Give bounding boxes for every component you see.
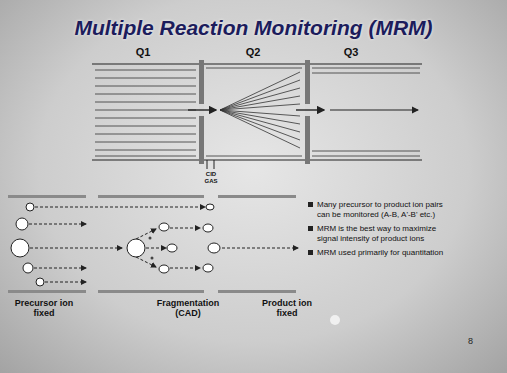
- quadrupole-wall: [199, 60, 310, 164]
- stage-caption: Fragmentation (CAD): [148, 298, 228, 318]
- highlight-dot: [330, 315, 340, 325]
- dashed-path: [146, 248, 166, 249]
- guide-bar: [8, 195, 296, 293]
- dashed-path: [35, 207, 205, 208]
- dashed-path: [30, 248, 122, 249]
- ion-line: [312, 151, 420, 152]
- bar: [8, 195, 86, 198]
- ion-line: [95, 134, 196, 135]
- dot: [149, 237, 152, 240]
- fan-line: [220, 110, 300, 124]
- stage-caption: Precursor ion fixed: [4, 298, 84, 318]
- ion-line: [95, 86, 196, 87]
- fragment: [203, 224, 213, 232]
- gas-inlet-tube: [207, 160, 214, 169]
- fan-line: [220, 110, 300, 140]
- ion-line: [312, 156, 420, 157]
- bullet-text: Many precursor to product ion pairs can …: [308, 200, 449, 219]
- stage-label: Q2: [238, 46, 268, 58]
- ion-line: [95, 102, 196, 103]
- rail-line: [92, 159, 422, 160]
- bar: [98, 290, 204, 293]
- gas-label: CID GAS: [200, 171, 222, 185]
- ion: [11, 239, 29, 257]
- precursor-ion: [127, 239, 145, 257]
- ion: [36, 278, 44, 286]
- fan-line: [220, 88, 300, 110]
- beam-arrow: [296, 109, 324, 110]
- dashed-path: [170, 228, 200, 229]
- fragment: [206, 204, 214, 210]
- quadrupole-rail: [92, 64, 422, 160]
- dashed-path: [34, 268, 86, 269]
- ion-path: [29, 207, 298, 282]
- bar: [8, 290, 86, 293]
- fan-line: [220, 96, 300, 110]
- product-ions: [159, 204, 220, 273]
- wall: [199, 60, 204, 164]
- precursor-ions: [11, 203, 44, 286]
- rail-line: [92, 63, 422, 64]
- fragment: [159, 223, 169, 231]
- ion: [16, 218, 28, 230]
- dashed-path: [170, 268, 200, 269]
- fan-line: [220, 104, 300, 110]
- dashed-path: [136, 257, 156, 267]
- beam-arrow: [330, 109, 418, 110]
- q1-ion-lines: [95, 70, 196, 156]
- tube-wall: [214, 160, 215, 169]
- ion: [23, 263, 33, 273]
- fan-line: [206, 156, 302, 157]
- q3-ion-lines: [312, 68, 420, 156]
- fan-line: [220, 110, 300, 148]
- ion-line: [312, 73, 420, 74]
- stage-label: Q1: [128, 46, 158, 58]
- ion-line: [95, 126, 196, 127]
- fan-line: [220, 80, 300, 110]
- fan-line: [206, 68, 302, 69]
- ion-line: [95, 118, 196, 119]
- neutral-dots: [149, 237, 154, 260]
- bar: [218, 290, 296, 293]
- ion-line: [312, 68, 420, 69]
- fan-line: [220, 72, 300, 110]
- dashed-path: [222, 248, 298, 249]
- ion-line: [95, 150, 196, 151]
- stage-caption: Product ion fixed: [254, 298, 320, 318]
- stage-label: Q3: [336, 46, 366, 58]
- ion-line: [95, 110, 196, 111]
- ion-line: [95, 156, 196, 157]
- ion: [26, 203, 34, 211]
- slide-title: Multiple Reaction Monitoring (MRM): [0, 16, 507, 40]
- bullet-text: MRM is the best way to maximize signal i…: [308, 224, 449, 243]
- fragment: [167, 244, 177, 252]
- bar: [218, 195, 296, 198]
- dashed-path: [45, 282, 86, 283]
- ion-line: [95, 94, 196, 95]
- bar: [98, 195, 204, 198]
- q2-fragment-fan: [206, 68, 302, 156]
- tube-wall: [207, 160, 208, 169]
- page-number: 8: [468, 336, 473, 346]
- beam-arrow: [188, 109, 216, 110]
- dot: [151, 257, 154, 260]
- wall: [305, 60, 310, 164]
- bullet-text: MRM used primarily for quantitation: [308, 248, 449, 258]
- fragment: [159, 265, 169, 273]
- fragment: [203, 264, 213, 272]
- ion-line: [95, 70, 196, 71]
- dashed-path: [29, 224, 86, 225]
- dashed-path: [136, 229, 156, 239]
- ion-line: [95, 142, 196, 143]
- fragment: [208, 243, 220, 253]
- ion-line: [95, 78, 196, 79]
